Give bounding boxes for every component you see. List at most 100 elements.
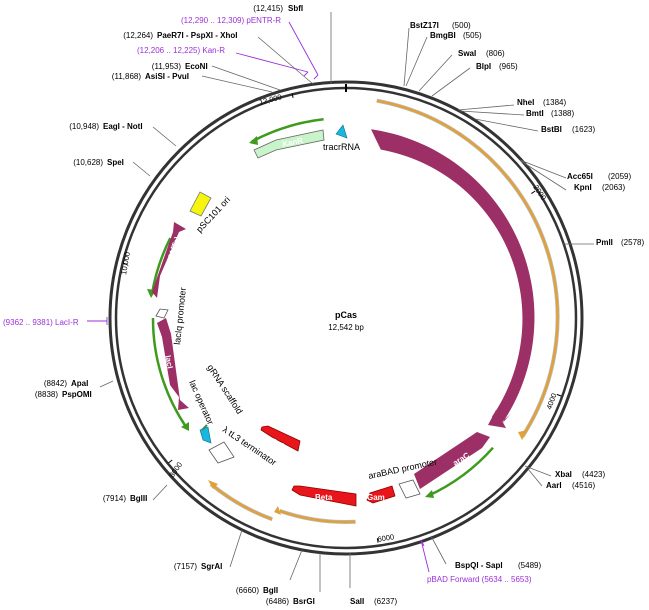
svg-text:BsrGI: BsrGI — [293, 597, 315, 606]
svg-text:(7914): (7914) — [103, 494, 126, 503]
svg-text:PmlI: PmlI — [596, 238, 613, 247]
site-econi: (11,953)EcoNI — [152, 62, 208, 71]
orange-track-arrows — [208, 430, 528, 515]
site-bstz17i: BstZ17I (500) — [410, 21, 471, 30]
tick-10000: 10,000 — [119, 251, 132, 275]
primer-lines — [87, 21, 430, 573]
site-kpni: KpnI (2063) — [574, 183, 625, 192]
svg-text:(10,628): (10,628) — [73, 158, 103, 167]
site-pspomi: (8838) PspOMI — [35, 390, 92, 399]
site-bmti: BmtI(1388) — [526, 109, 574, 118]
svg-text:BglII: BglII — [130, 494, 147, 503]
tick-6000: 6000 — [377, 532, 395, 544]
site-paer7i-pspxi-xhoi: (12,264) PaeR7I - PspXI - XhoI — [123, 31, 237, 40]
feature-psc101-shape — [189, 191, 212, 217]
svg-text:SbfI: SbfI — [288, 4, 303, 13]
green-track-arrows — [147, 136, 434, 498]
feature-beta-shape — [291, 485, 357, 507]
svg-text:(806): (806) — [486, 49, 505, 58]
primer-pentr-r: (12,290 .. 12,309) pENTR-R — [181, 16, 281, 25]
svg-text:BlpI: BlpI — [476, 62, 491, 71]
svg-text:(965): (965) — [499, 62, 518, 71]
site-bsrgi: (6486) BsrGI — [266, 597, 315, 606]
svg-text:NheI: NheI — [517, 98, 534, 107]
svg-text:(8842): (8842) — [44, 379, 67, 388]
plasmid-name: pCas — [335, 310, 357, 320]
svg-text:ApaI: ApaI — [71, 379, 88, 388]
feature-cas9 — [371, 129, 535, 428]
tick-12000: 12,000 — [258, 92, 283, 107]
site-sali: SalI (6237) — [350, 597, 397, 606]
svg-text:PaeR7I - PspXI - XhoI: PaeR7I - PspXI - XhoI — [157, 31, 237, 40]
site-swai: SwaI(806) — [458, 49, 505, 58]
svg-text:(505): (505) — [463, 31, 482, 40]
site-asisi-pvui: (11,868)AsiSI - PvuI — [112, 72, 189, 81]
svg-text:(11,953): (11,953) — [152, 62, 182, 71]
svg-text:(4516): (4516) — [572, 481, 595, 490]
svg-text:(2063): (2063) — [602, 183, 625, 192]
svg-text:KpnI: KpnI — [574, 183, 592, 192]
svg-text:BglI: BglI — [263, 586, 278, 595]
svg-text:(2059): (2059) — [608, 172, 631, 181]
feature-lambda-shape — [208, 441, 235, 464]
feature-arac-shape — [414, 432, 490, 489]
site-bmgbi: BmgBI(505) — [430, 31, 482, 40]
svg-text:SalI: SalI — [350, 597, 364, 606]
svg-text:(6486): (6486) — [266, 597, 289, 606]
backbone-outer — [108, 80, 584, 556]
site-eagi-noti: (10,948)EagI - NotI — [69, 122, 142, 131]
site-xbai: XbaI (4423) — [555, 470, 605, 479]
svg-text:(12,264): (12,264) — [123, 31, 153, 40]
label-beta: Beta — [315, 493, 333, 502]
feature-exo-shape — [260, 425, 301, 452]
svg-text:(1384): (1384) — [543, 98, 566, 107]
site-spei: (10,628) SpeI — [73, 158, 124, 167]
site-sgrai: (7157)SgrAI — [174, 562, 222, 571]
label-lacop: lac operator — [187, 379, 215, 426]
svg-text:SpeI: SpeI — [107, 158, 124, 167]
feature-arabad-shape — [398, 479, 421, 499]
plasmid-length: 12,542 bp — [328, 323, 364, 332]
svg-text:XbaI: XbaI — [555, 470, 572, 479]
primer-kan-r: (12,206 .. 12,225) Kan-R — [137, 46, 225, 55]
scale-ticks — [122, 93, 562, 543]
site-aari: AarI (4516) — [546, 481, 595, 490]
site-sbfi: (12,415)SbfI — [253, 4, 303, 13]
feature-laciq-shape — [155, 308, 169, 319]
label-laci: lacI — [163, 355, 175, 370]
feature-tracrrna-shape — [335, 124, 348, 139]
svg-text:(2578): (2578) — [621, 238, 644, 247]
label-laciq: lacIq promoter — [172, 287, 188, 345]
label-rep101: Rep101(Ts) — [160, 235, 182, 279]
svg-text:BstZ17I: BstZ17I — [410, 21, 439, 30]
svg-text:BstBI: BstBI — [541, 125, 562, 134]
tick-8000: 8000 — [167, 460, 184, 479]
svg-text:AsiSI - PvuI: AsiSI - PvuI — [145, 72, 189, 81]
label-tracrrna: tracrRNA — [323, 142, 360, 152]
label-cas9: Cas9 — [464, 244, 479, 266]
svg-text:PspOMI: PspOMI — [62, 390, 92, 399]
svg-text:(8838): (8838) — [35, 390, 58, 399]
feature-rep-shape — [152, 222, 186, 298]
site-pmli: PmlI (2578) — [596, 238, 644, 247]
svg-text:Cas9: Cas9 — [464, 244, 479, 266]
label-grna: gRNA scaffold — [205, 363, 244, 416]
site-acc65i: Acc65I(2059) — [567, 172, 631, 181]
svg-text:BmtI: BmtI — [526, 109, 544, 118]
site-bspqi-sapi: BspQI - SapI(5489) — [455, 561, 541, 570]
feature-lacop-shape — [201, 424, 208, 431]
svg-text:(6237): (6237) — [374, 597, 397, 606]
svg-text:(6660): (6660) — [236, 586, 259, 595]
feature-gam-shape — [366, 485, 396, 504]
svg-text:(500): (500) — [452, 21, 471, 30]
primer-laci-r: (9362 .. 9381) LacI-R — [3, 318, 79, 327]
label-lines — [99, 12, 594, 592]
svg-text:(11,868): (11,868) — [112, 72, 142, 81]
svg-text:(4423): (4423) — [582, 470, 605, 479]
svg-text:AarI: AarI — [546, 481, 562, 490]
site-bglii: (7914) BglII — [103, 494, 147, 503]
site-apai: (8842) ApaI — [44, 379, 88, 388]
svg-text:(1623): (1623) — [572, 125, 595, 134]
